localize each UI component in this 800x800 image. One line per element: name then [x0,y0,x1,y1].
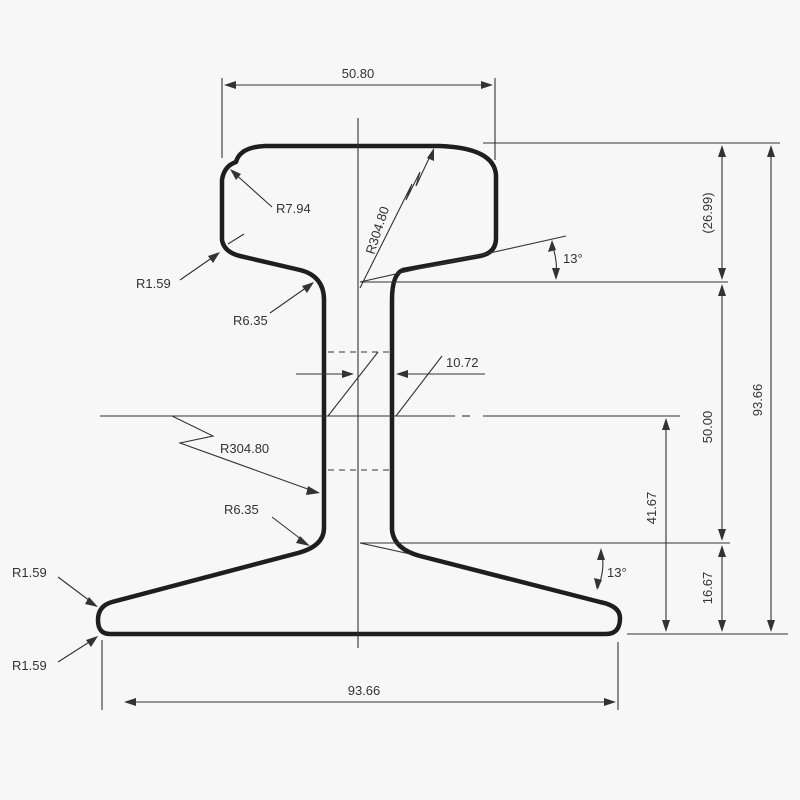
r159-head-label: R1.59 [136,276,171,291]
arrow-right-icon [481,81,493,89]
arrow-right-icon [604,698,616,706]
base-depth-label: 16.67 [700,572,715,605]
r794-label: R7.94 [276,201,311,216]
arrow-right-icon [342,370,354,378]
arrow-up-icon [662,418,670,430]
arrow-icon [427,148,434,161]
web-thickness-label: 10.72 [446,355,479,370]
arrow-down-icon [718,529,726,541]
arrow-icon [296,536,310,546]
total-height-label: 93.66 [750,384,765,417]
arrow-icon [302,282,314,293]
arrow-down-icon [594,578,602,590]
arrow-icon [208,252,220,263]
arrow-up-icon [597,548,605,560]
r635-lower-label: R6.35 [224,502,259,517]
arrow-down-icon [662,620,670,632]
arrow-down-icon [767,620,775,632]
r30480-upper-leader [359,151,433,289]
head-angle-line [359,235,567,283]
head-width-label: 50.80 [342,66,375,81]
base-angle-label: 13° [607,565,627,580]
r635-upper-leader [269,284,311,314]
arrow-down-icon [718,268,726,280]
arrow-up-icon [767,145,775,157]
arrow-icon [85,597,98,607]
r30480-lower-leader [171,415,317,493]
arrow-up-icon [718,284,726,296]
arrow-icon [306,486,320,495]
arrow-down-icon [552,268,560,280]
head-depth-label: (26.99) [700,192,715,233]
arrow-left-icon [396,370,408,378]
r159-base-bottom-label: R1.59 [12,658,47,673]
web-thickness-diag-left [327,351,379,417]
arrow-up-icon [718,545,726,557]
web-height-label: 50.00 [700,411,715,444]
rail-outline [95,143,623,637]
arrow-icon [230,169,241,180]
web-thickness-diag-right [395,355,443,417]
base-angle-line [359,542,411,555]
arrow-up-icon [548,240,556,252]
r794-leader [232,171,273,208]
neutral-axis-label: 41.67 [644,492,659,525]
r30480-lower-label: R304.80 [220,441,269,456]
r159-head-tick [227,233,245,245]
base-width-label: 93.66 [348,683,381,698]
r159-base-top-label: R1.59 [12,565,47,580]
arrow-up-icon [718,145,726,157]
r159-head-leader [179,254,217,281]
arrow-down-icon [718,620,726,632]
r635-upper-label: R6.35 [233,313,268,328]
arrow-left-icon [224,81,236,89]
arrow-left-icon [124,698,136,706]
arrow-icon [86,636,98,647]
head-angle-label: 13° [563,251,583,266]
r159-base-bottom-leader [57,638,95,663]
